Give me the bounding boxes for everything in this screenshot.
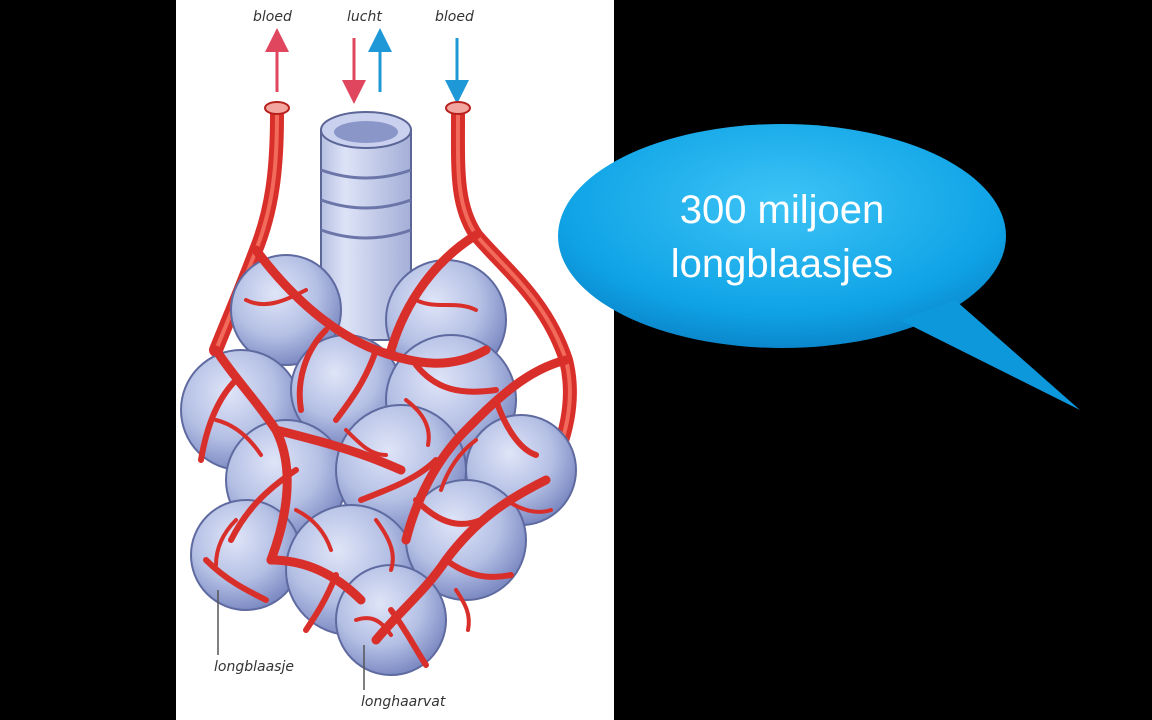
label-blood-left: bloed <box>253 9 292 25</box>
label-blood-right: bloed <box>435 9 474 25</box>
diagram-panel: bloed lucht bloed longblaasje longhaarva… <box>176 0 614 720</box>
callout-text: 300 miljoen longblaasjes <box>582 183 982 291</box>
label-capillary: longhaarvat <box>361 694 446 710</box>
alveoli-illustration <box>180 28 577 690</box>
flow-arrows <box>265 28 469 104</box>
label-air: lucht <box>347 9 382 25</box>
capillary-network <box>198 230 571 668</box>
label-alveolus: longblaasje <box>214 659 294 675</box>
callout-line-1: 300 miljoen <box>679 188 885 232</box>
callout-line-2: longblaasjes <box>670 242 894 286</box>
